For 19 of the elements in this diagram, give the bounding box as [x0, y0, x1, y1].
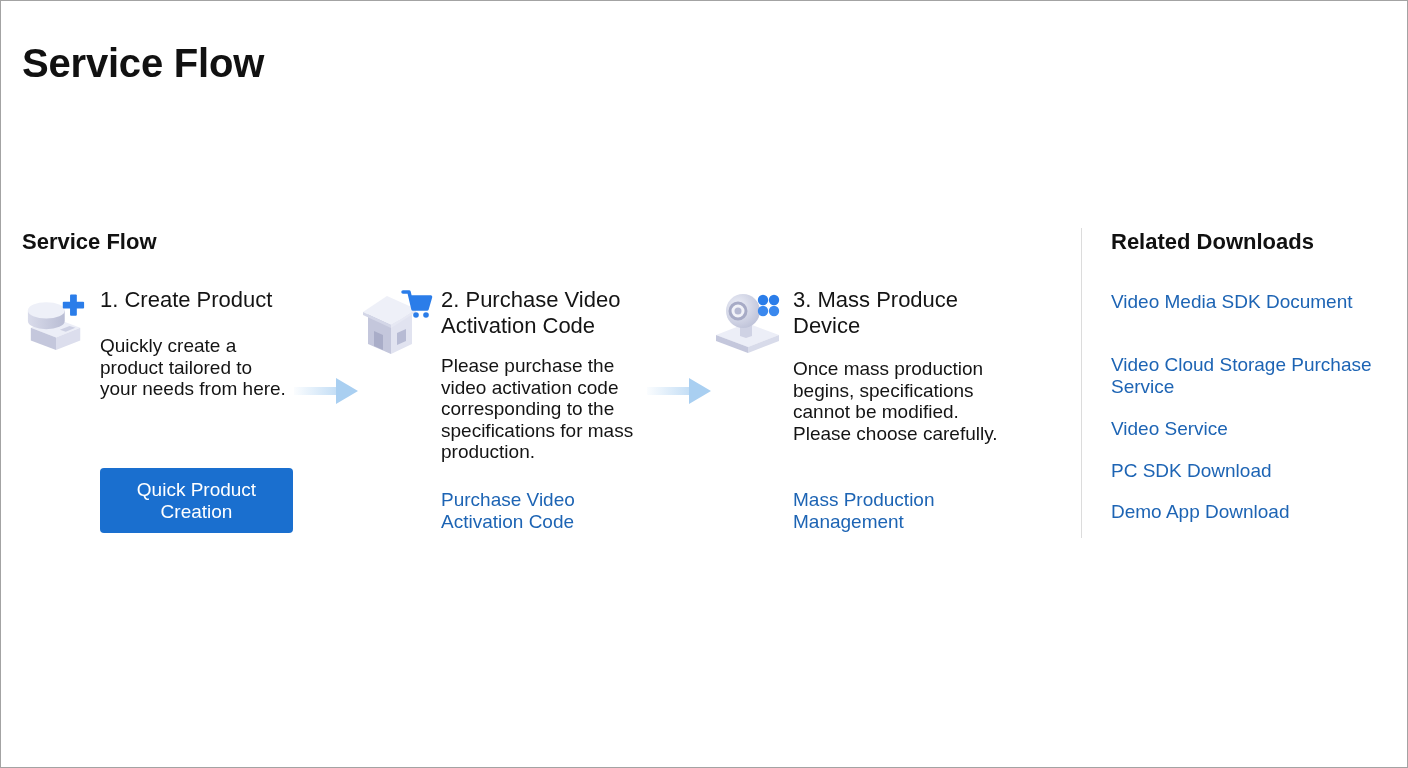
section-heading: Service Flow: [22, 229, 157, 255]
primary-button: Quick Product Creation: [100, 468, 293, 533]
page-title: Service Flow: [22, 40, 265, 87]
download-link: PC SDK Download: [1111, 460, 1272, 482]
text-link: Purchase Video Activation Code: [441, 489, 576, 533]
step-title: 1. Create Product: [100, 287, 273, 313]
download-link: Demo App Download: [1111, 501, 1290, 523]
step-description: Quickly create a product tailored to your needs from here.: [100, 335, 287, 400]
download-link: Video Media SDK Document: [1111, 291, 1353, 313]
step-description: Please purchase the video activation code corresponding to the specifications for mass production.: [441, 355, 635, 463]
download-link: Video Service: [1111, 418, 1228, 440]
step-description: Once mass production begins, specifications cannot be modified. Please choose carefully.: [793, 358, 999, 444]
step-title: 3. Mass Produce Device: [793, 287, 960, 339]
download-link: Video Cloud Storage Purchase Service: [1111, 354, 1373, 398]
section-heading: Related Downloads: [1111, 229, 1314, 255]
flow-arrow: [294, 378, 358, 404]
step-title: 2. Purchase Video Activation Code: [441, 287, 622, 339]
text-link: Mass Production Management: [793, 489, 936, 533]
flow-arrow: [647, 378, 711, 404]
